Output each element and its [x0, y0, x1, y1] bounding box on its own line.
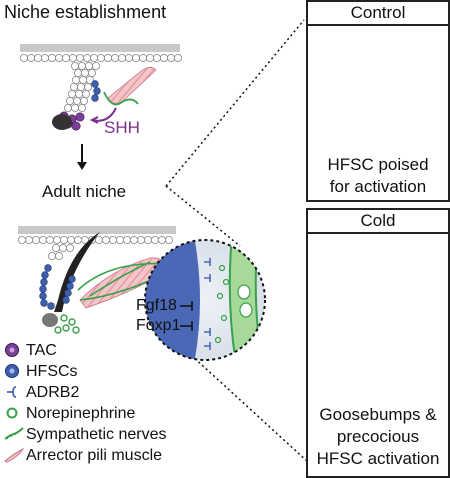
legend-label: Norepinephrine: [26, 405, 136, 422]
legend-item-sympathetic-nerves: Sympathetic nerves: [4, 424, 204, 445]
dermal-papilla: [52, 114, 72, 130]
nerve-fiber: [103, 91, 139, 106]
zoom-connectors: [165, 19, 309, 463]
hfsc-cells: [91, 80, 101, 102]
legend: TAC HFSCs ADRB2 Norepinephrine Sympathet…: [4, 340, 204, 466]
cold-caption-line2: precocious: [336, 427, 420, 446]
cold-caption-line3: HFSC activation: [316, 449, 440, 468]
niche-establishment-illustration: [19, 44, 182, 170]
cold-caption-line1: Goosebumps &: [319, 405, 437, 424]
legend-item-norepinephrine: Norepinephrine: [4, 403, 204, 424]
adult-niche-title: Adult niche: [42, 182, 127, 201]
gene-fgf18-label: Fgf18: [136, 297, 177, 314]
control-caption-line1: HFSC poised: [327, 155, 429, 174]
legend-item-hfscs: HFSCs: [4, 361, 204, 382]
green-circle-icon: [6, 407, 18, 419]
control-panel: Control HFSC poised for activation: [306, 0, 450, 202]
purple-cell-icon: [5, 343, 19, 357]
arrector-pili-muscle: [107, 67, 157, 104]
adult-niche-illustration: [17, 226, 176, 334]
follicle-cells: [64, 62, 101, 113]
legend-item-tac: TAC: [4, 340, 204, 361]
gene-foxp1-label: Foxp1: [136, 317, 181, 334]
legend-item-adrb2: ADRB2: [4, 382, 204, 403]
control-panel-title: Control: [308, 2, 448, 26]
shh-label: SHH: [104, 118, 140, 137]
blue-cell-icon: [5, 364, 19, 378]
muscle-icon: [4, 447, 24, 463]
legend-label: ADRB2: [26, 384, 80, 401]
epidermis-band: [20, 44, 180, 52]
cold-panel-title: Cold: [308, 210, 448, 234]
adrb2-receptors: [204, 258, 211, 350]
keratinocyte-row: [19, 54, 182, 63]
receptor-icon: [7, 386, 17, 398]
legend-item-arrector-pili-muscle: Arrector pili muscle: [4, 445, 204, 466]
hfsc-cells-adult: [39, 264, 76, 310]
control-caption-line2: for activation: [329, 177, 427, 196]
nerve-icon: [4, 427, 24, 440]
legend-label: TAC: [26, 342, 57, 359]
niche-establishment-title: Niche establishment: [4, 2, 167, 22]
cold-panel: Cold Goosebumps & precocious HFSC activa…: [306, 208, 450, 478]
legend-label: HFSCs: [26, 363, 78, 380]
legend-label: Sympathetic nerves: [26, 426, 167, 443]
legend-label: Arrector pili muscle: [26, 447, 163, 464]
zoom-circle: [144, 239, 266, 361]
